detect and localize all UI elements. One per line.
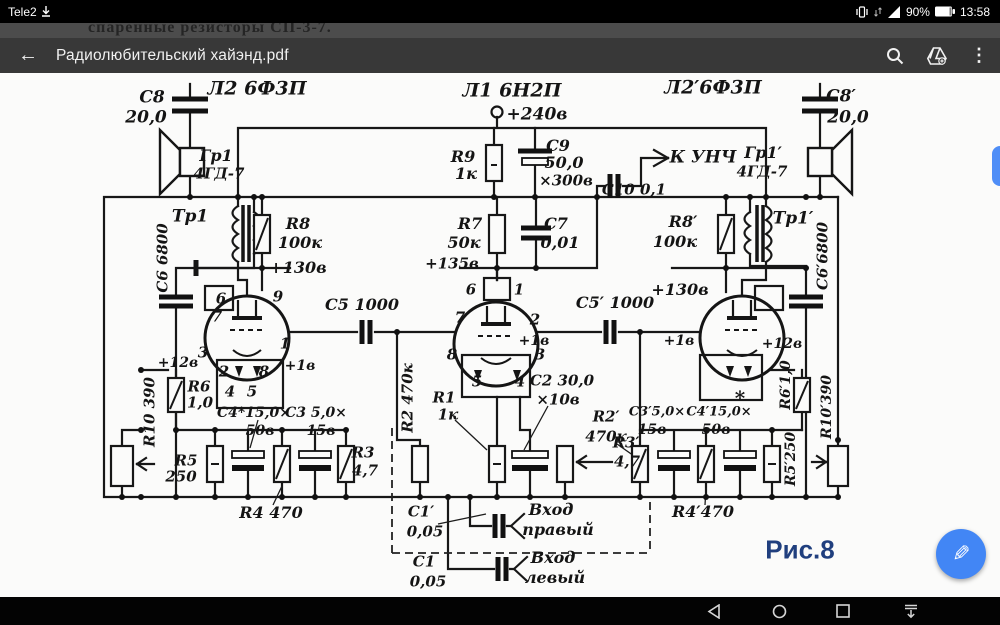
edit-fab-button[interactable]: ✎ (936, 529, 986, 579)
page-peek-strip: спаренные резисторы СП-3-7. (0, 23, 1000, 38)
signal-icon (887, 5, 901, 18)
overflow-menu-button[interactable]: ⋮ (970, 45, 988, 65)
nav-recents-button[interactable] (823, 597, 863, 625)
peek-text: спаренные резисторы СП-3-7. (88, 23, 332, 36)
battery-percent: 90% (905, 4, 930, 19)
clock: 13:58 (959, 4, 990, 19)
hide-keyboard-button[interactable] (891, 597, 931, 625)
document-title: Радиолюбительский хайэнд.pdf (56, 46, 289, 64)
carrier-label: Tele2 (8, 4, 37, 19)
back-button[interactable]: ← (18, 44, 38, 66)
status-bar: Tele2 90% 13:58 (0, 0, 1000, 23)
figure-caption: Рис.8 (765, 534, 835, 565)
vibrate-icon (855, 5, 869, 18)
network-arrows-icon (874, 6, 882, 18)
scroll-handle[interactable] (992, 146, 1000, 186)
navigation-bar (0, 597, 1000, 625)
pencil-icon: ✎ (951, 541, 971, 567)
drive-add-button[interactable] (916, 46, 958, 65)
download-icon (41, 5, 51, 18)
nav-back-button[interactable] (694, 597, 734, 625)
battery-icon (934, 6, 955, 17)
search-button[interactable] (874, 47, 916, 65)
nav-home-button[interactable] (759, 597, 799, 625)
app-toolbar: ← Радиолюбительский хайэнд.pdf ⋮ (0, 38, 1000, 73)
